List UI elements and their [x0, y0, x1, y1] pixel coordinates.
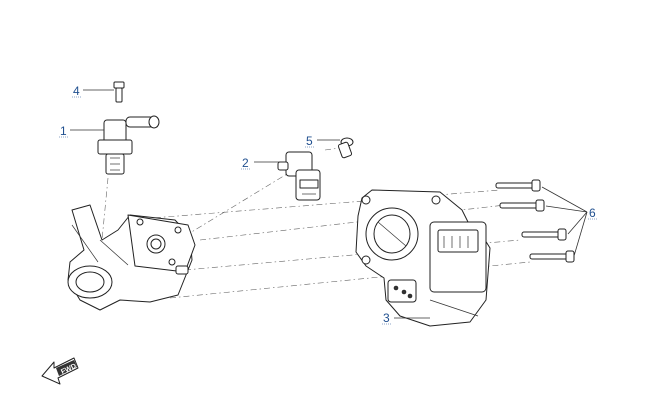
- callout-4[interactable]: 4: [73, 84, 80, 98]
- callout-2[interactable]: 2: [242, 156, 249, 170]
- part-sensor[interactable]: [277, 151, 321, 201]
- callout-6[interactable]: 6: [589, 206, 596, 220]
- part-screw-5[interactable]: [337, 137, 354, 159]
- part-throttle-body[interactable]: [355, 189, 491, 327]
- callout-1[interactable]: 1: [60, 124, 67, 138]
- bolt-2[interactable]: [499, 199, 545, 212]
- part-screw-4[interactable]: [113, 81, 125, 103]
- bolt-3[interactable]: [521, 228, 567, 241]
- callout-5[interactable]: 5: [306, 134, 313, 148]
- bolt-4[interactable]: [529, 250, 575, 263]
- forward-arrow-icon: FWD: [41, 357, 79, 385]
- leader-lines: [70, 89, 588, 319]
- part-intake-manifold[interactable]: [67, 204, 196, 311]
- part-injector[interactable]: [97, 115, 160, 175]
- part-bolts[interactable]: [495, 179, 575, 263]
- callouts: 4 1 2 5 3 6: [59, 84, 597, 325]
- bolt-1[interactable]: [495, 179, 541, 192]
- callout-3[interactable]: 3: [383, 311, 390, 325]
